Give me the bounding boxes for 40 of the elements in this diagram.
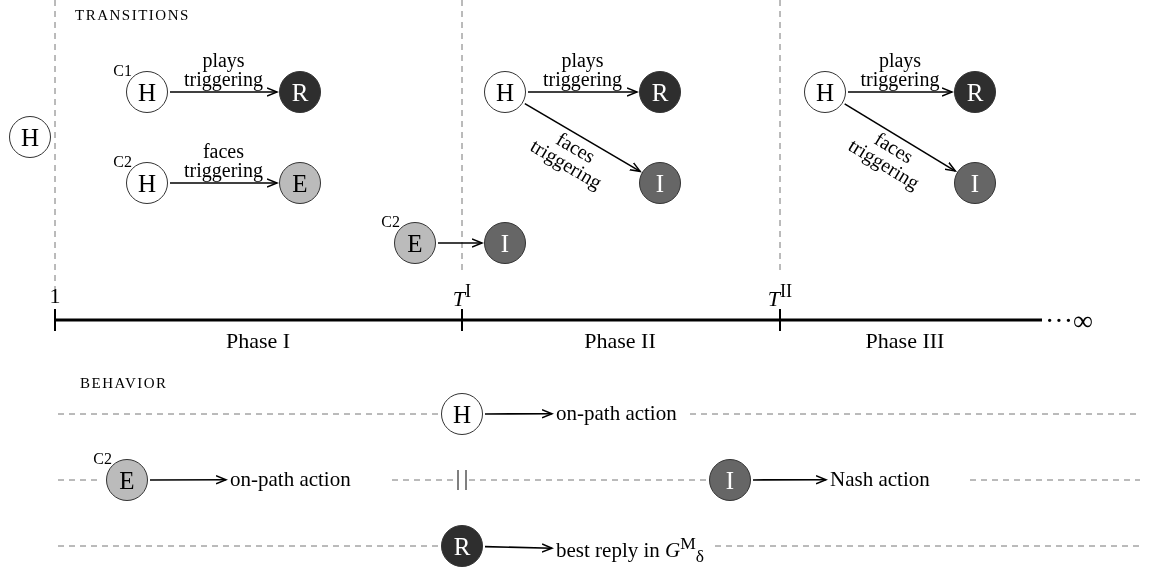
axis-label: T$^{II}$ <box>767 282 793 310</box>
arrow <box>169 87 278 97</box>
arrow <box>169 178 278 188</box>
arrow <box>524 102 641 173</box>
action-text: on-path action <box>556 402 677 426</box>
state-circle: H <box>484 71 526 113</box>
edge-label: plays triggering <box>542 51 623 89</box>
state-circle: I <box>639 162 681 204</box>
axis-label: T$^{I}$ <box>452 282 472 310</box>
action-text: on-path action <box>230 468 351 492</box>
arrow <box>527 87 638 97</box>
arrow <box>437 238 483 248</box>
arrow <box>484 409 553 419</box>
axis-label: Phase III <box>865 330 945 352</box>
state-circle: E <box>279 162 321 204</box>
state-circle: H <box>441 393 483 435</box>
state-circle: R <box>441 525 483 567</box>
axis-label: 1 <box>49 285 61 307</box>
axis-label: Phase I <box>225 330 291 352</box>
state-circle: I <box>484 222 526 264</box>
edge-label: plays triggering <box>183 51 264 89</box>
arrow <box>843 103 957 172</box>
axis-label: Phase II <box>584 330 656 352</box>
section-heading: TRANSITIONS <box>75 8 190 23</box>
section-heading: BEHAVIOR <box>80 376 168 391</box>
arrow <box>752 475 827 485</box>
state-circle: I <box>709 459 751 501</box>
state-circle: R <box>639 71 681 113</box>
edge-label: plays triggering <box>859 51 941 89</box>
state-circle: R <box>954 71 996 113</box>
state-circle: H <box>9 116 51 158</box>
state-circle: H <box>804 71 846 113</box>
state-circle: R <box>279 71 321 113</box>
arrow <box>149 475 227 485</box>
action-text: Nash action <box>830 468 930 492</box>
state-circle: I <box>954 162 996 204</box>
arrow <box>847 87 953 97</box>
axis-label: ···∞ <box>1045 307 1093 335</box>
edge-label: faces triggering <box>183 142 264 180</box>
arrow <box>484 543 553 553</box>
